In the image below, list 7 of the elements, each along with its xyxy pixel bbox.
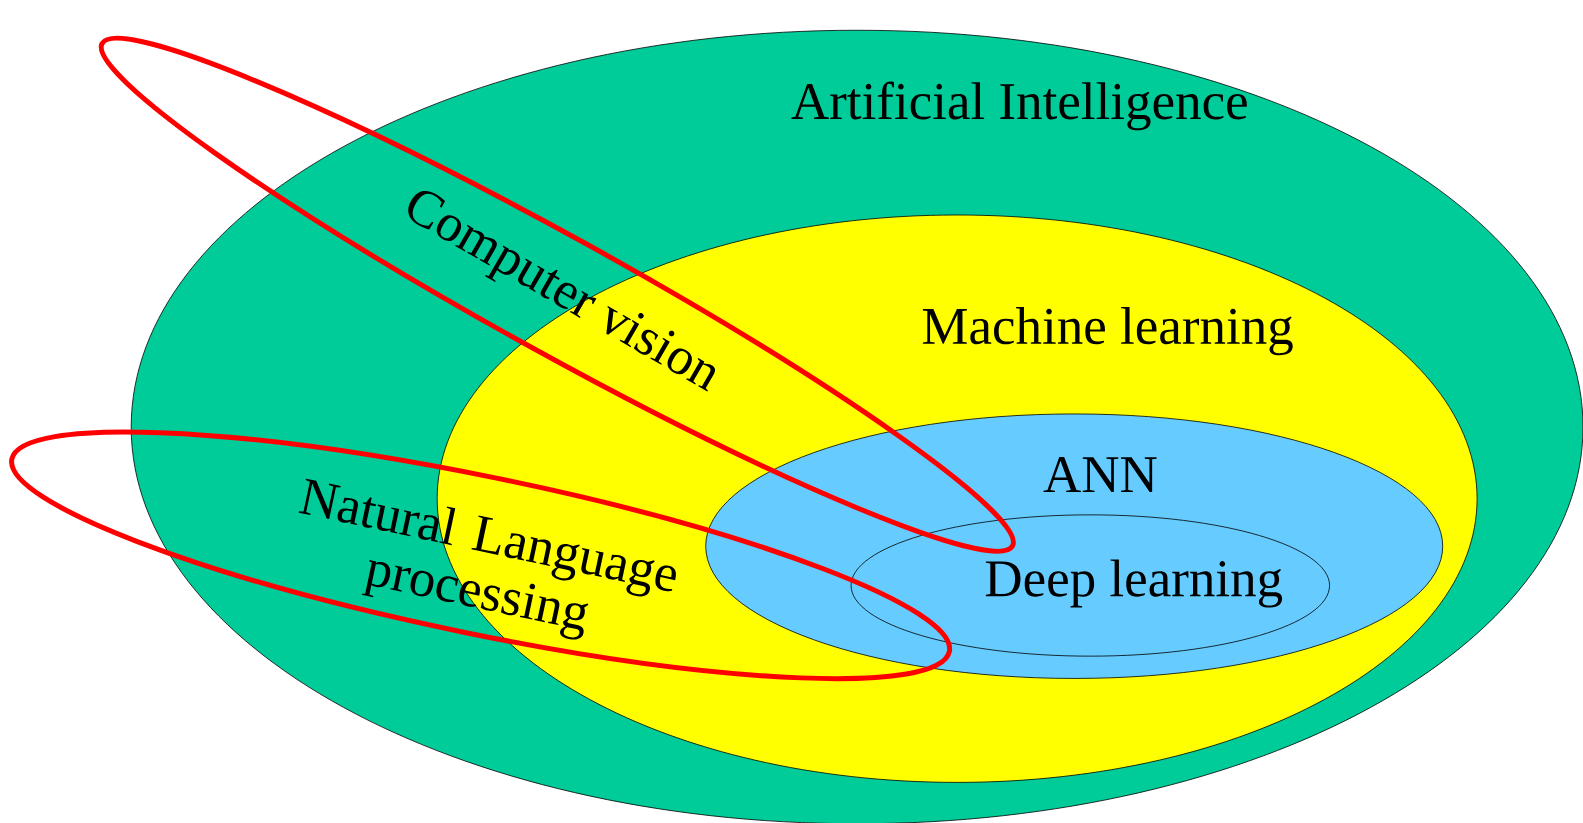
- set-ellipse: [705, 413, 1444, 679]
- region-label: Artificial Intelligence: [791, 81, 1247, 131]
- region-label: Machine learning: [922, 307, 1293, 356]
- region-label: ANN: [1043, 457, 1157, 492]
- region-label: Natural Language processing: [298, 478, 676, 640]
- set-ellipse: [850, 514, 1330, 657]
- region-label: Deep learning: [985, 559, 1283, 608]
